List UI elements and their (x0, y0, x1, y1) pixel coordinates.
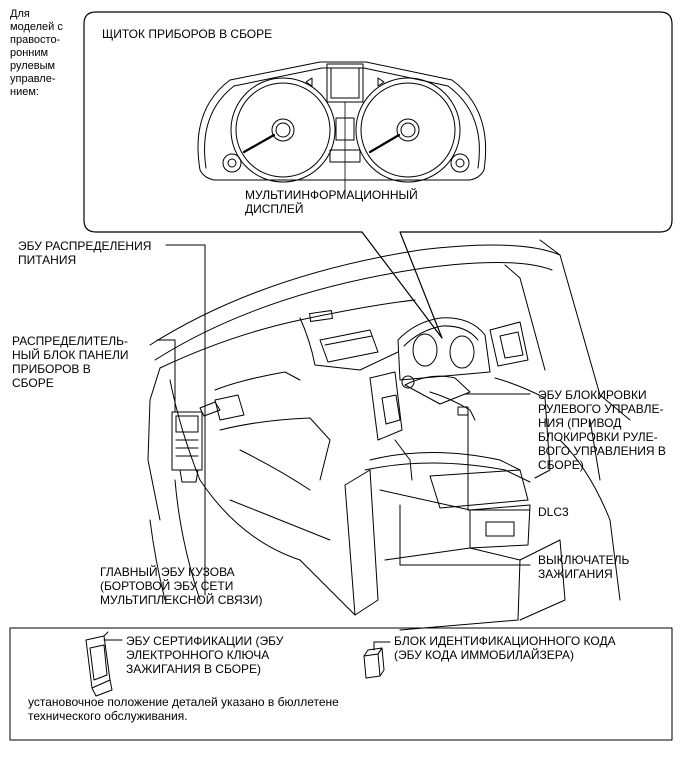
steering-lock-ecu-label: ЭБУ БЛОКИРОВКИ РУЛЕВОГО УПРАВЛЕ- НИЯ (ПР… (538, 388, 666, 472)
certification-ecu-icon (85, 631, 123, 697)
multi-info-display-label: МУЛЬТИИНФОРМАЦИОННЫЙ ДИСПЛЕЙ (245, 188, 418, 216)
rhd-note: Для моделей с правосто- ронним рулевым у… (10, 8, 63, 98)
dlc3-label: DLC3 (538, 505, 569, 519)
id-code-box-label: БЛОК ИДЕНТИФИКАЦИОННОГО КОДА (ЭБУ КОДА И… (394, 634, 616, 662)
callout-box (83, 11, 673, 339)
ignition-switch-label: ВЫКЛЮЧАТЕЛЬ ЗАЖИГАНИЯ (538, 553, 630, 581)
installation-note: установочное положение деталей указано в… (28, 695, 339, 723)
combination-meter-drawing (197, 61, 487, 191)
callout-title: ЩИТОК ПРИБОРОВ В СБОРЕ (102, 27, 273, 41)
certification-ecu-label: ЭБУ СЕРТИФИКАЦИИ (ЭБУ ЭЛЕКТРОННОГО КЛЮЧА… (126, 634, 284, 676)
leader-lines (156, 189, 531, 596)
main-body-ecu-label: ГЛАВНЫЙ ЭБУ КУЗОВА (БОРТОВОЙ ЭБУ СЕТИ МУ… (100, 565, 263, 607)
power-distribution-ecu-label: ЭБУ РАСПРЕДЕЛЕНИЯ ПИТАНИЯ (18, 239, 152, 267)
id-code-box-icon (363, 641, 391, 679)
legend-box (9, 627, 673, 741)
dashboard-drawing (147, 239, 631, 631)
instrument-panel-junction-block-label: РАСПРЕДЕЛИТЕЛЬ- НЫЙ БЛОК ПАНЕЛИ ПРИБОРОВ… (12, 334, 129, 390)
